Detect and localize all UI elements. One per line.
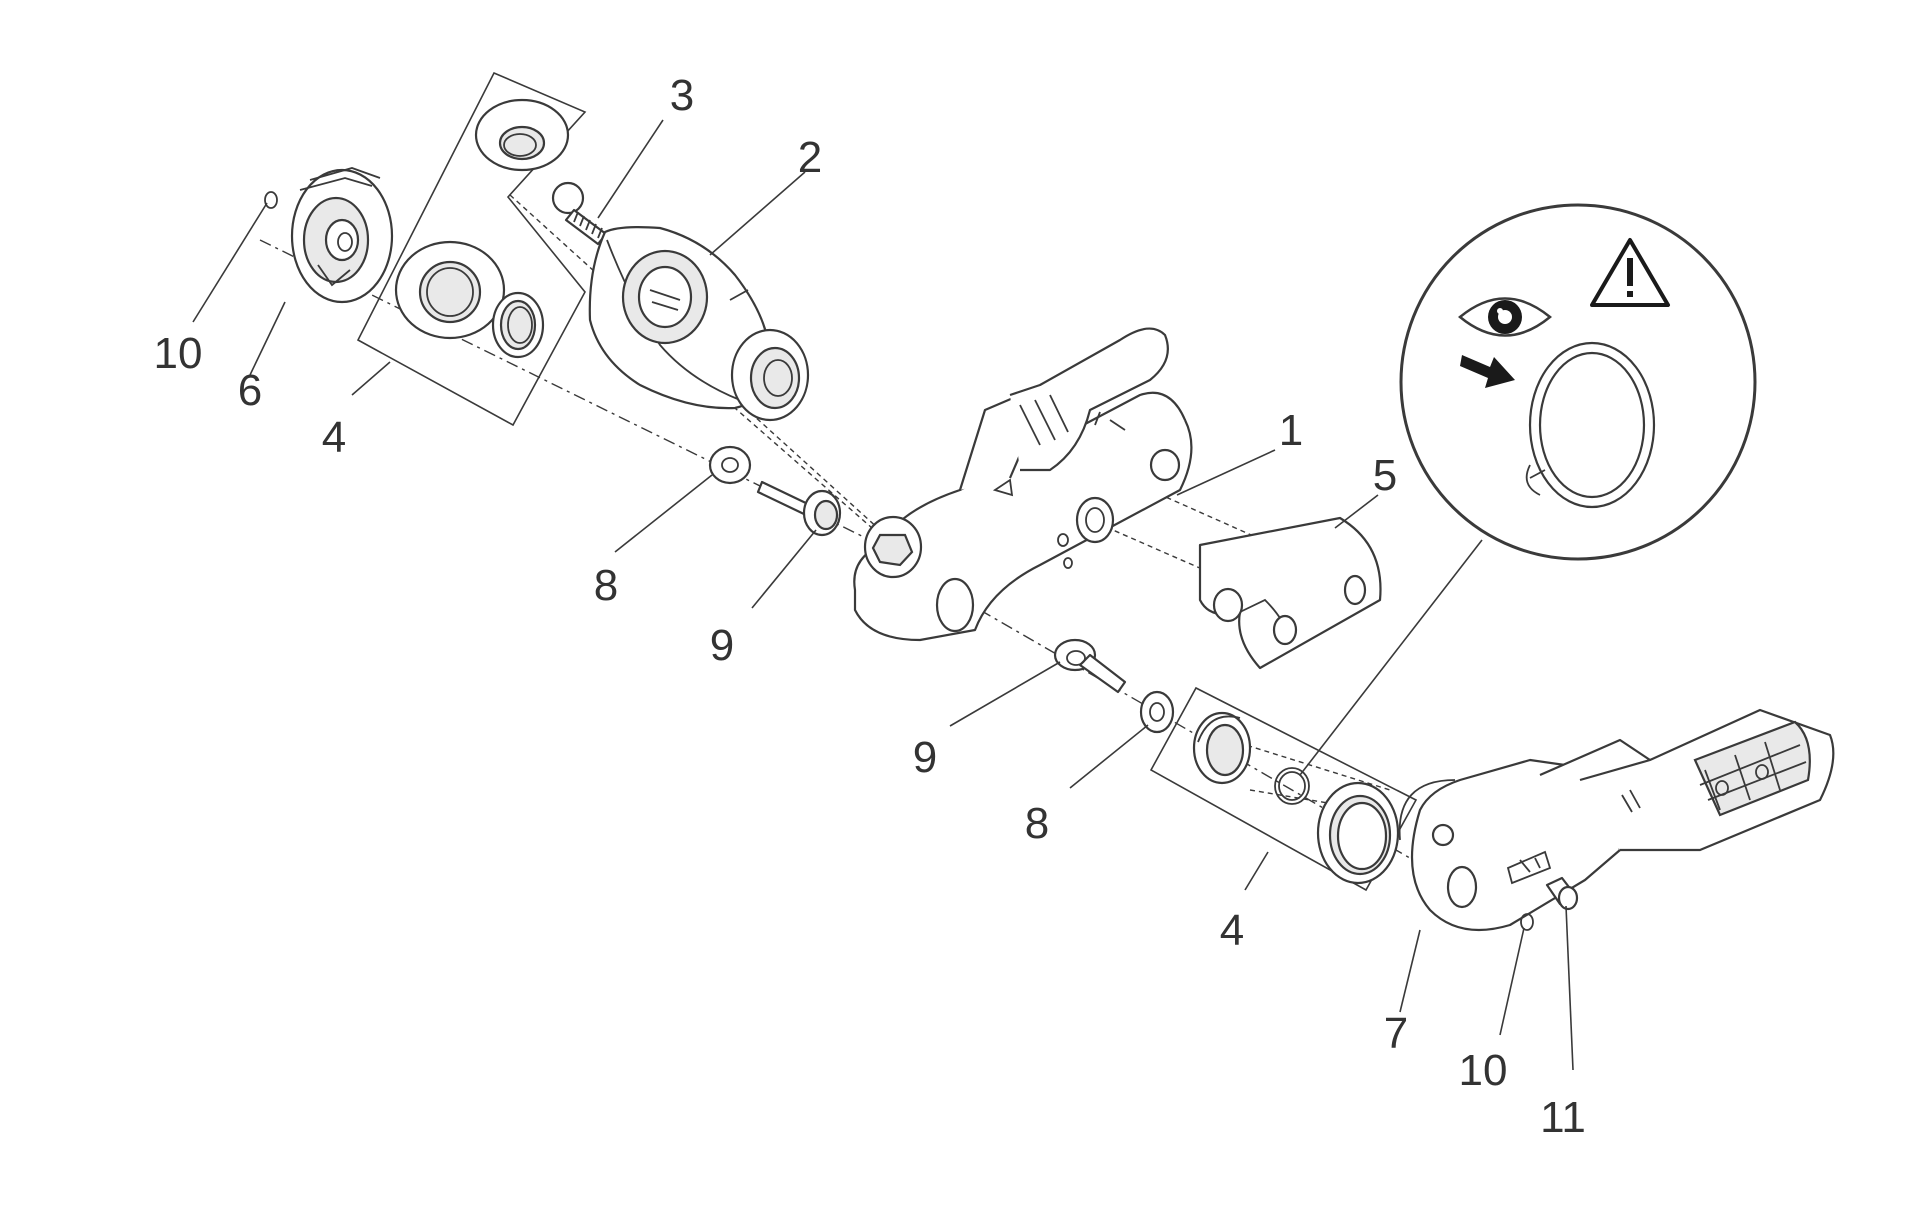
inspection-detail [1399, 203, 1757, 561]
callout-9-upper: 9 [710, 621, 734, 670]
part-9-upper-bushing [756, 480, 842, 537]
part-4-lower-snap-ring [1274, 767, 1310, 805]
callout-4-lower: 4 [1220, 906, 1244, 955]
eye-icon [1458, 297, 1552, 337]
kit-4-lower-frame [1149, 686, 1418, 892]
part-10-ring-right [1520, 913, 1534, 931]
part-11-screw [1545, 876, 1579, 911]
part-7-cover-lever [1398, 708, 1835, 932]
part-4-upper-bushing [491, 291, 545, 359]
callout-2: 2 [798, 133, 822, 182]
part-1-coupling-body [853, 327, 1193, 642]
callout-6: 6 [238, 366, 262, 415]
callout-10-upper: 10 [154, 329, 203, 378]
callout-1: 1 [1279, 406, 1303, 455]
part-9-lower-pin [1053, 638, 1127, 694]
part-4-upper-seal-disc [474, 98, 570, 172]
part-4-lower-seal-disc [1316, 781, 1400, 885]
arrow-icon [1460, 355, 1515, 388]
kit-4-upper-frame [356, 71, 587, 427]
part-10-ring-left [264, 191, 278, 209]
part-5-clamp-shell [1198, 516, 1382, 670]
leader-lines [192, 119, 1574, 1071]
callout-9-lower: 9 [913, 733, 937, 782]
callout-7: 7 [1384, 1009, 1408, 1058]
callout-4-upper: 4 [322, 413, 346, 462]
part-4-lower-bushing [1192, 711, 1252, 785]
callout-3: 3 [670, 71, 694, 120]
part-2-housing [588, 226, 810, 422]
callout-labels: 1 2 3 4 4 5 6 7 8 8 9 9 10 10 11 [154, 71, 1586, 1142]
callout-11: 11 [1540, 1093, 1586, 1142]
part-3-pin [551, 181, 608, 246]
warning-triangle-icon [1590, 238, 1670, 307]
part-8-lower-washer [1139, 690, 1175, 734]
callout-10-lower: 10 [1459, 1046, 1508, 1095]
callout-8-lower: 8 [1025, 799, 1049, 848]
part-4-upper-washer [394, 240, 506, 340]
part-8-upper-washer [708, 445, 752, 485]
callout-5: 5 [1373, 451, 1397, 500]
part-6-cap [290, 167, 394, 304]
callout-8-upper: 8 [594, 561, 618, 610]
